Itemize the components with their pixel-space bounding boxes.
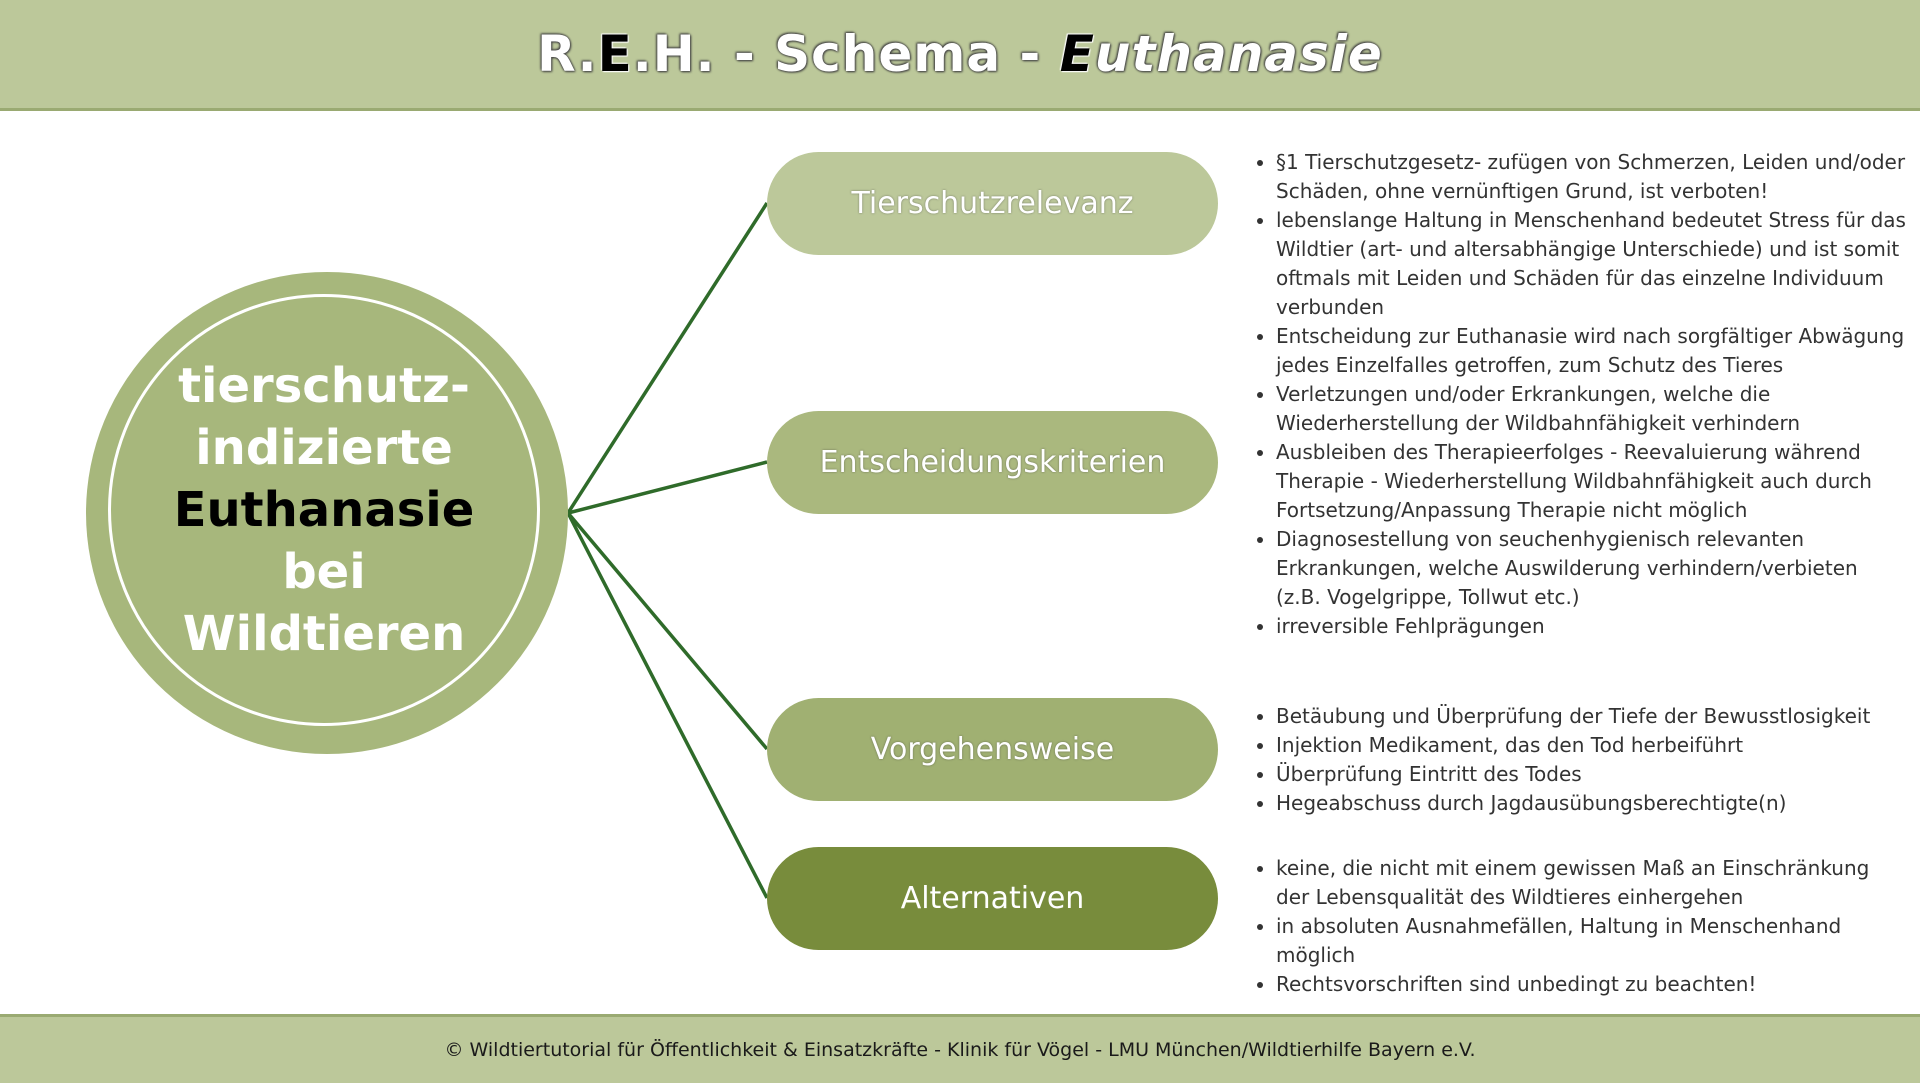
center-line-2: indizierte: [195, 420, 453, 476]
copyright-text: © Wildtiertutorial für Öffentlichkeit & …: [444, 1039, 1476, 1061]
list-item: §1 Tierschutzgesetz- zufügen von Schmerz…: [1276, 148, 1906, 206]
central-topic-ring: tierschutz- indizierte Euthanasie bei Wi…: [108, 294, 540, 726]
branch-vorgehensweise: Vorgehensweise: [767, 698, 1218, 801]
title-highlight-e2: E: [1059, 25, 1095, 83]
branch-tierschutzrelevanz: Tierschutzrelevanz: [767, 152, 1218, 255]
list-item: Verletzungen und/oder Erkrankungen, welc…: [1276, 380, 1906, 438]
list-item: Diagnosestellung von seuchenhygienisch r…: [1276, 525, 1906, 612]
center-line-5: Wildtieren: [182, 606, 466, 662]
list-item: Rechtsvorschriften sind unbedingt zu bea…: [1276, 970, 1906, 999]
list-item: keine, die nicht mit einem gewissen Maß …: [1276, 854, 1906, 912]
title-part-a3: .H. - Schema -: [632, 25, 1060, 83]
list-item: Überprüfung Eintritt des Todes: [1276, 760, 1906, 789]
list-item: in absoluten Ausnahmefällen, Haltung in …: [1276, 912, 1906, 970]
connector-line-1: [567, 460, 768, 515]
list-item: Hegeabschuss durch Jagdausübungsberechti…: [1276, 789, 1906, 818]
bullet-list-vorgehensweise: Betäubung und Überprüfung der Tiefe der …: [1252, 702, 1906, 818]
page-title: R.E.H. - Schema - Euthanasie: [537, 25, 1383, 83]
bullet-list-alternativen: keine, die nicht mit einem gewissen Maß …: [1252, 854, 1906, 999]
header-bar: R.E.H. - Schema - Euthanasie: [0, 0, 1920, 111]
title-part-b2: uthanasie: [1094, 25, 1383, 83]
list-item: Betäubung und Überprüfung der Tiefe der …: [1276, 702, 1906, 731]
title-euthanasie: Euthanasie: [1060, 25, 1383, 83]
footer-bar: © Wildtiertutorial für Öffentlichkeit & …: [0, 1014, 1920, 1083]
title-highlight-e: E: [597, 25, 633, 83]
center-line-1: tierschutz-: [178, 358, 470, 414]
list-item: Injektion Medikament, das den Tod herbei…: [1276, 731, 1906, 760]
list-item: Entscheidung zur Euthanasie wird nach so…: [1276, 322, 1906, 380]
connector-line-0: [566, 202, 769, 514]
center-line-3: Euthanasie: [173, 482, 475, 538]
center-line-4: bei: [282, 544, 366, 600]
branch-entscheidungskriterien: Entscheidungskriterien: [767, 411, 1218, 514]
branch-alternativen: Alternativen: [767, 847, 1218, 950]
connector-line-2: [566, 511, 769, 751]
central-topic-circle: tierschutz- indizierte Euthanasie bei Wi…: [86, 272, 568, 754]
list-item: Ausbleiben des Therapieerfolges - Reeval…: [1276, 438, 1906, 525]
bullet-list-tierschutz-und-kriterien: §1 Tierschutzgesetz- zufügen von Schmerz…: [1252, 148, 1906, 641]
connector-line-3: [566, 512, 769, 899]
list-item: irreversible Fehlprägungen: [1276, 612, 1906, 641]
list-item: lebenslange Haltung in Menschenhand bede…: [1276, 206, 1906, 322]
title-part-a1: R.: [537, 25, 598, 83]
